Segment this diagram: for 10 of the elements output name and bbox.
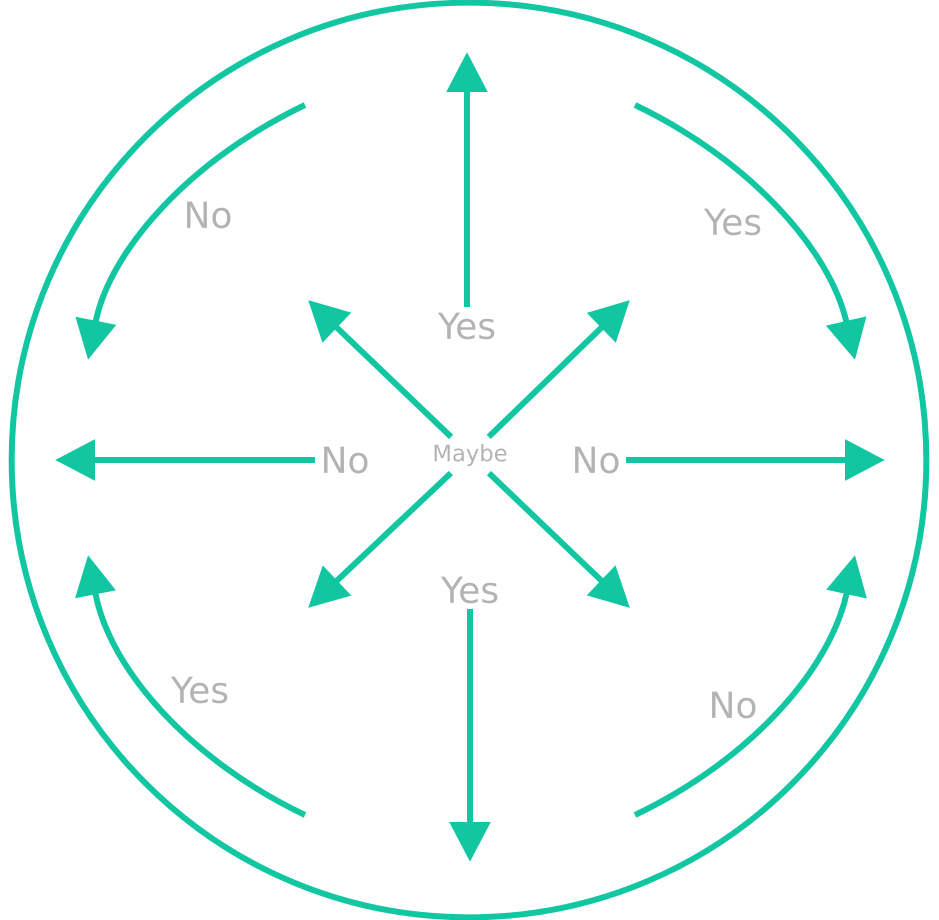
answer-text: No bbox=[575, 446, 618, 474]
outer-circle bbox=[8, 0, 930, 920]
answer-label: No bbox=[712, 692, 756, 718]
answer-label: Yes bbox=[704, 208, 760, 236]
answer-text: Yes bbox=[440, 576, 498, 604]
answer-text: Yes bbox=[438, 312, 494, 340]
answer-label: Yes bbox=[170, 676, 228, 704]
answer-label: No bbox=[187, 202, 230, 228]
answer-text: No bbox=[324, 446, 368, 474]
answer-text: Maybe bbox=[434, 444, 506, 466]
